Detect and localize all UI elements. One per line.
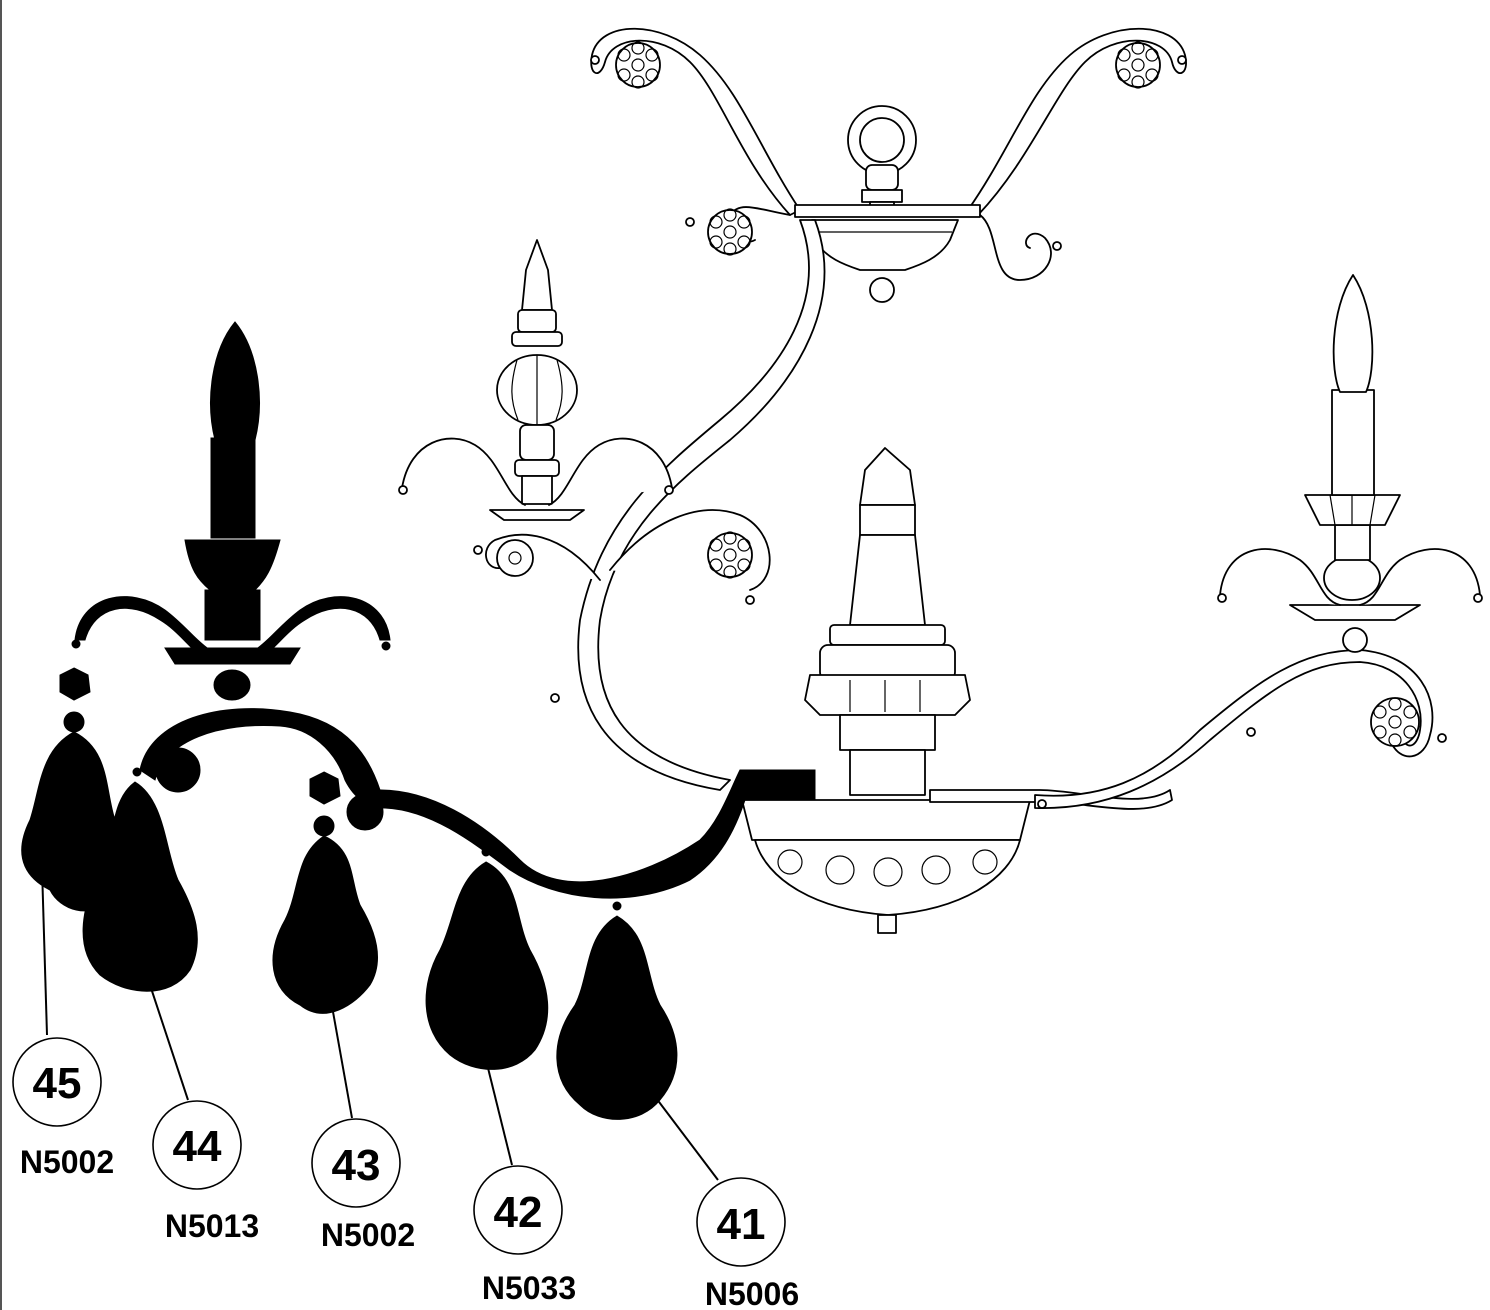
central-body (741, 447, 1173, 934)
callout-number: 44 (173, 1122, 222, 1171)
rosette-icon (1370, 697, 1420, 747)
callout-bubble (12, 1037, 102, 1127)
center-stem-arm (473, 219, 826, 791)
callout-bubble (311, 1118, 401, 1208)
callout-number: 42 (494, 1188, 543, 1237)
callout-43: 43 N5002 (311, 1118, 415, 1253)
part-code: N5013 (165, 1208, 259, 1244)
callout-45: 45 N5002 (12, 1037, 114, 1180)
callout-bubble (152, 1100, 242, 1190)
left-candle-arm-highlighted (71, 321, 816, 899)
part-code: N5033 (482, 1270, 576, 1306)
crystal-43 (272, 771, 378, 1014)
canopy-assembly (590, 28, 1187, 303)
spire-finial (398, 239, 674, 521)
part-code: N5002 (321, 1217, 415, 1253)
callout-number: 43 (332, 1141, 381, 1190)
callout-bubble (473, 1165, 563, 1255)
callout-number: 45 (33, 1059, 82, 1108)
callout-number: 41 (717, 1200, 766, 1249)
leader-lines (41, 867, 719, 1181)
callout-41: 41 N5006 (696, 1177, 799, 1310)
rosette-icon (496, 539, 534, 577)
part-code: N5002 (20, 1144, 114, 1180)
crystal-45 (21, 667, 127, 912)
rosette-icon (707, 531, 753, 579)
callout-bubble (696, 1177, 786, 1267)
crystal-42 (425, 847, 549, 1070)
callout-44: 44 N5013 (152, 1100, 259, 1244)
rosette-icon (707, 208, 753, 256)
page-border-left (0, 0, 2, 1310)
crystal-41 (556, 901, 678, 1120)
rosette-icon (615, 41, 661, 89)
cup-pattern (777, 849, 998, 887)
part-code: N5006 (705, 1276, 799, 1310)
callout-42: 42 N5033 (473, 1165, 576, 1306)
crystal-44 (82, 767, 198, 992)
rosette-icon (1115, 41, 1161, 89)
right-candle-arm (1034, 274, 1483, 809)
